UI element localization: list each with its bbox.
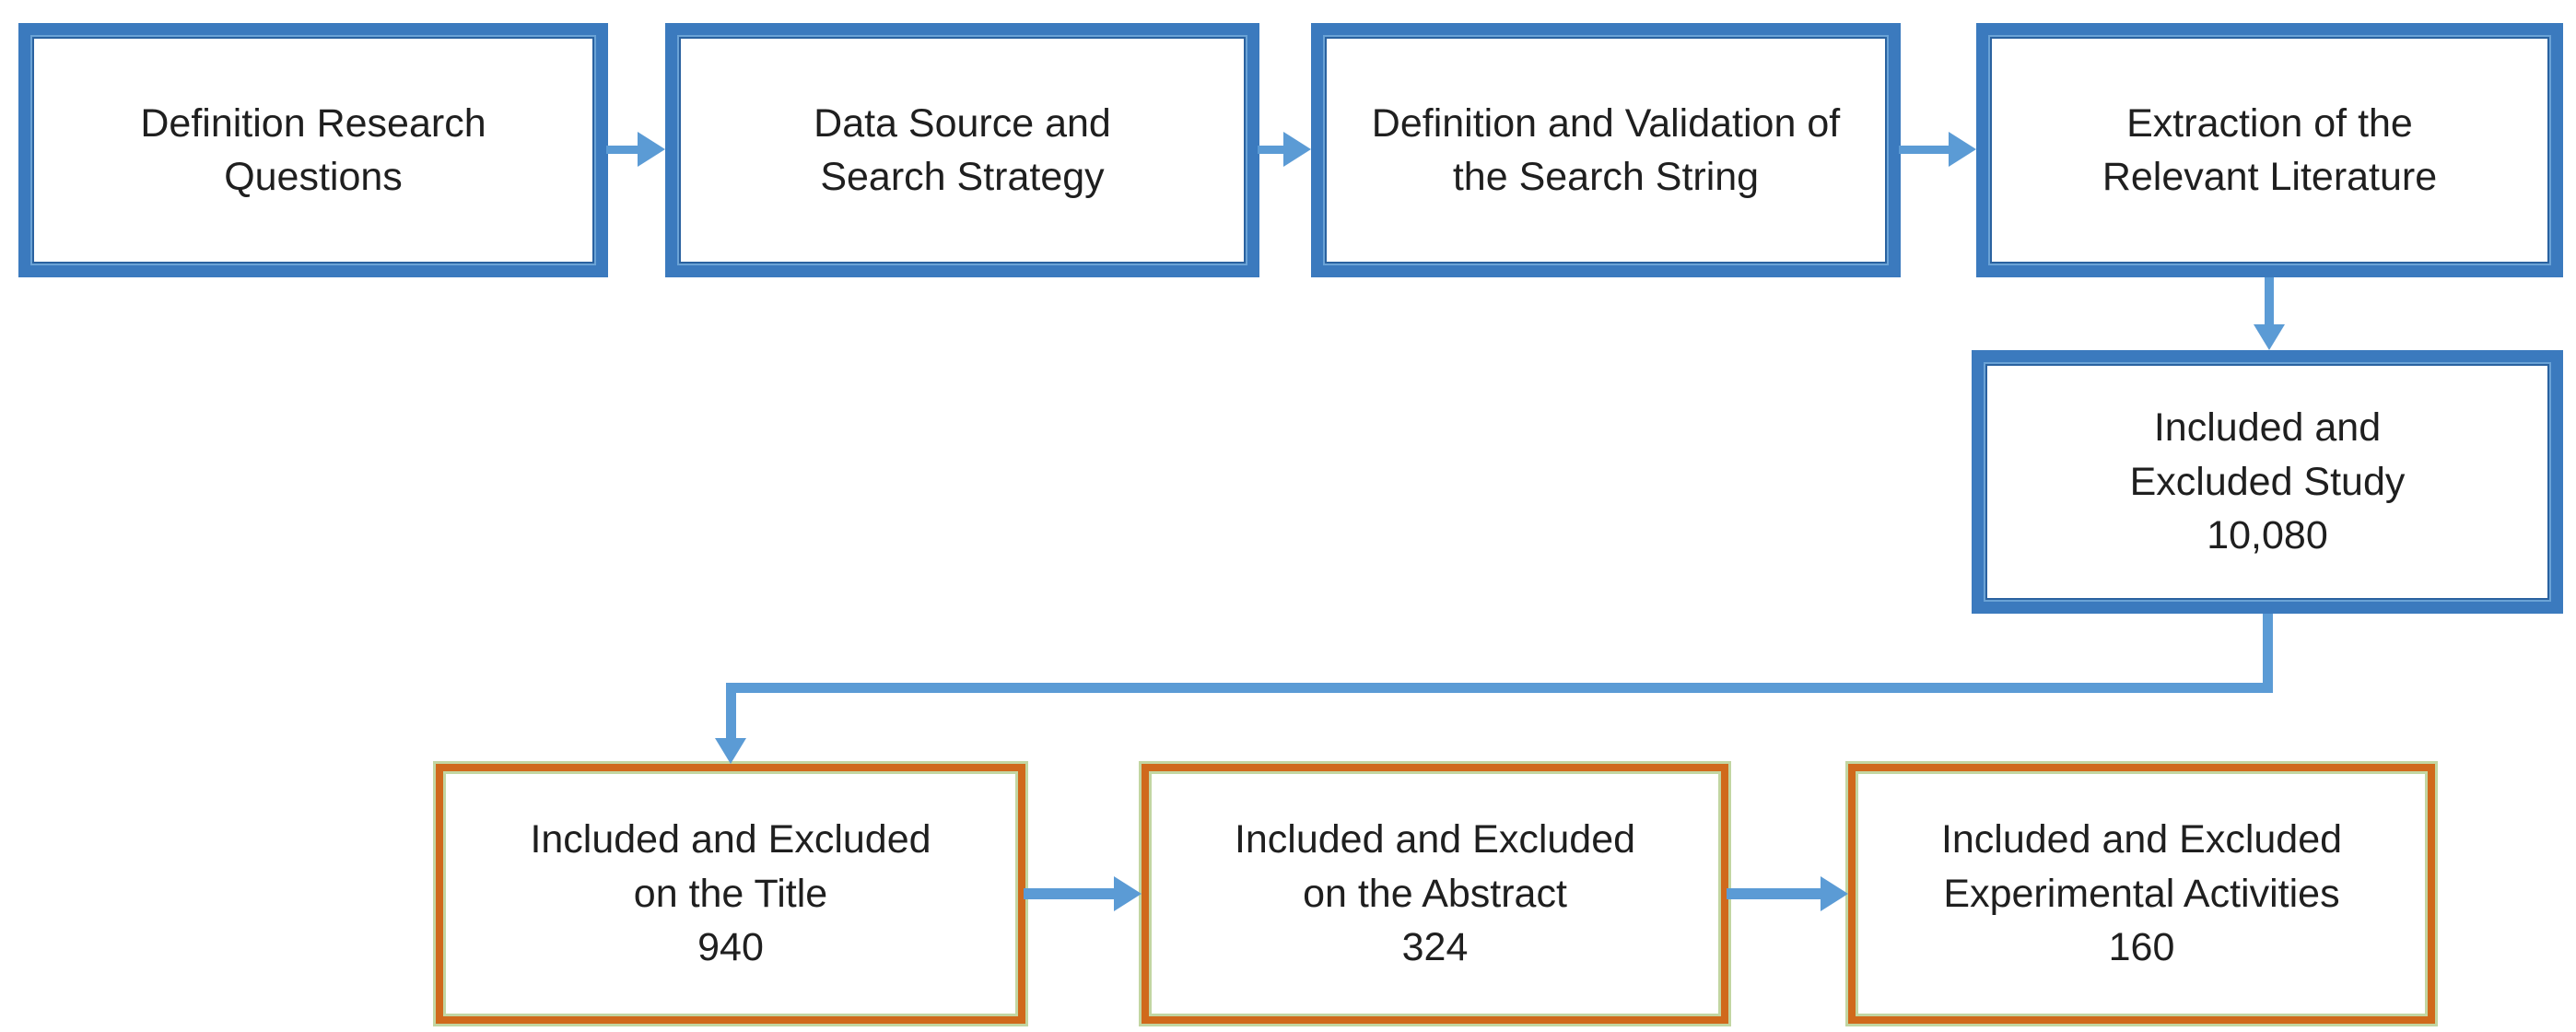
arrow-box6-to-box7-head-icon [1114,876,1142,911]
flow-box-label: Extraction of the Relevant Literature [2102,100,2438,199]
flow-box-included-excluded-study: Included and Excluded Study 10,080 [1972,350,2563,614]
flow-box-definition-validation-search-string: Definition and Validation of the Search … [1311,23,1901,277]
arrow-box2-to-box3-head-icon [1283,132,1311,167]
flow-box-extraction-relevant-literature: Extraction of the Relevant Literature [1976,23,2563,277]
flow-box-included-excluded-experimental-activities: Included and Excluded Experimental Activ… [1845,761,2438,1026]
arrow-box3-to-box4-head-icon [1949,132,1976,167]
arrow-box6-to-box7-line [1024,888,1115,899]
arrow-box3-to-box4-line [1899,146,1950,154]
arrow-box2-to-box3-line [1258,146,1285,154]
flow-box-label: Included and Excluded on the Title 940 [530,817,931,970]
flow-box-label: Included and Excluded Study 10,080 [2129,405,2406,558]
flow-box-data-source-search-strategy: Data Source and Search Strategy [665,23,1259,277]
flow-box-label: Definition Research Questions [140,100,486,199]
connector-box5-to-box6-horizontal-segment [726,683,2273,693]
arrow-box7-to-box8-head-icon [1821,876,1848,911]
connector-box5-vertical-segment [2263,614,2273,693]
flow-box-definition-research-questions: Definition Research Questions [18,23,608,277]
arrow-box4-to-box5-head-icon [2254,324,2285,350]
flow-box-label: Included and Excluded Experimental Activ… [1940,817,2343,970]
flow-box-label: Data Source and Search Strategy [814,100,1111,199]
flow-box-included-excluded-title: Included and Excluded on the Title 940 [433,761,1028,1026]
flow-box-included-excluded-abstract: Included and Excluded on the Abstract 32… [1139,761,1731,1026]
flow-box-label: Definition and Validation of the Search … [1371,100,1841,199]
arrow-box5-to-box6-head-icon [715,738,746,764]
connector-box6-vertical-segment [726,683,736,739]
arrow-box1-to-box2-head-icon [638,132,665,167]
flow-box-label: Included and Excluded on the Abstract 32… [1234,817,1636,970]
arrow-box7-to-box8-line [1727,888,1821,899]
arrow-box1-to-box2-line [606,146,639,154]
arrow-box4-to-box5-line [2265,277,2274,325]
